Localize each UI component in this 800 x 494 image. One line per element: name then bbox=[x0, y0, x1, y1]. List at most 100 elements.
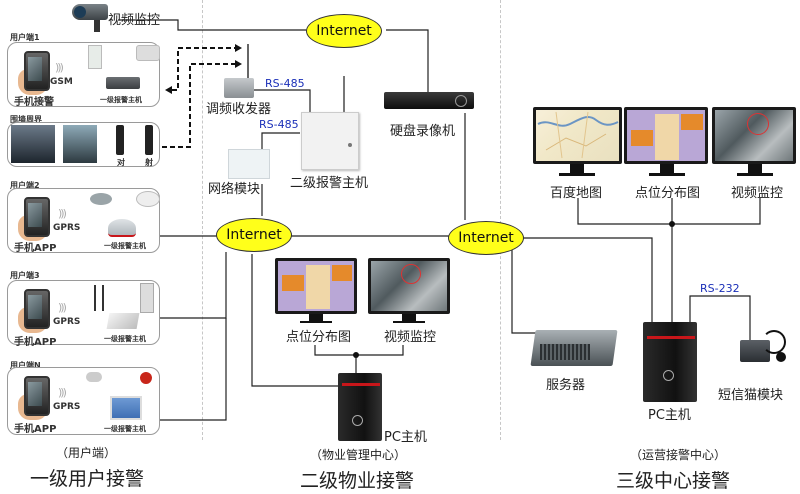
camera-sensor-icon bbox=[86, 372, 102, 382]
keypad-icon bbox=[140, 283, 154, 313]
phone-icon bbox=[24, 289, 50, 329]
userN-title: 用户端N bbox=[10, 361, 41, 370]
beam-receiver-icon bbox=[145, 125, 153, 155]
internet-cloud-top: Internet bbox=[306, 14, 382, 48]
alarm-host-icon bbox=[106, 313, 140, 329]
user2-terminal: 手机APP bbox=[14, 243, 57, 254]
user1-host: 一级报警主机 bbox=[100, 96, 142, 104]
internet-cloud-right: Internet bbox=[448, 221, 524, 255]
rs485-label-1: RS-485 bbox=[265, 77, 305, 90]
internet-label: Internet bbox=[226, 227, 282, 243]
floorplan-screen bbox=[627, 110, 705, 161]
antenna-icon bbox=[247, 44, 249, 80]
user3-terminal: 手机APP bbox=[14, 337, 57, 348]
perimeter-title: 围墙周界 bbox=[10, 115, 42, 124]
dvr-icon bbox=[384, 92, 474, 109]
monitor-stand bbox=[748, 164, 762, 174]
floorplan-screen bbox=[278, 261, 354, 311]
signal-icon: ))) bbox=[58, 301, 67, 314]
arrow-head-user1 bbox=[165, 86, 172, 94]
transceiver-icon bbox=[224, 78, 254, 98]
sms-modem-label: 短信猫模块 bbox=[718, 388, 784, 403]
dvr-label: 硬盘录像机 bbox=[390, 124, 456, 139]
line-monitors-bus-2 bbox=[314, 345, 404, 356]
tier3-monitor-label-2: 点位分布图 bbox=[635, 186, 701, 201]
cctv-monitor-3 bbox=[712, 107, 796, 164]
arrow-head-transceiver-1 bbox=[235, 44, 242, 52]
alarm-host-2-label: 二级报警主机 bbox=[290, 176, 369, 191]
tier2-heading: 二级物业接警 bbox=[300, 470, 415, 492]
modem-antenna-icon bbox=[776, 352, 786, 362]
user2-host: 一级报警主机 bbox=[104, 242, 146, 250]
arrow-head-transceiver-2 bbox=[235, 60, 242, 68]
internet-label: Internet bbox=[458, 230, 514, 246]
pc-tower-3-icon bbox=[643, 322, 697, 402]
tier3-monitor-label-3: 视频监控 bbox=[731, 186, 784, 201]
junction-dot-2 bbox=[353, 352, 359, 358]
monitor-base bbox=[300, 321, 332, 323]
signal-icon: ))) bbox=[58, 207, 67, 220]
line-internet-server bbox=[511, 245, 555, 334]
monitor-base bbox=[559, 173, 595, 176]
monitor-base bbox=[649, 173, 685, 176]
pir-sensor-icon bbox=[136, 45, 160, 61]
line-rs485-netmodule bbox=[261, 132, 300, 150]
beam-label-1: 对 bbox=[117, 158, 125, 167]
pc-3-label: PC主机 bbox=[648, 408, 691, 423]
user2-box: ))) GPRS 手机APP 一级报警主机 bbox=[7, 188, 160, 254]
monitor-stand bbox=[660, 164, 674, 174]
map-screen bbox=[536, 110, 619, 161]
rs485-label-2: RS-485 bbox=[259, 118, 299, 131]
dashed-link-user1 bbox=[172, 47, 235, 91]
line-internet-dvr bbox=[386, 29, 429, 92]
signal-icon: ))) bbox=[55, 61, 64, 74]
transceiver-label: 调频收发器 bbox=[206, 102, 272, 117]
door-sensor-icon bbox=[88, 45, 102, 69]
internet-cloud-left: Internet bbox=[216, 218, 292, 252]
phone-icon bbox=[24, 51, 50, 91]
cctv-screen bbox=[715, 110, 793, 161]
beam-emitter-icon bbox=[116, 125, 124, 155]
junction-dot-3 bbox=[669, 221, 675, 227]
alarm-host-2-icon bbox=[301, 112, 359, 170]
monitor-base bbox=[393, 321, 425, 323]
user1-channel: GSM bbox=[50, 77, 73, 87]
tier2-subtitle: （物业管理中心） bbox=[310, 448, 407, 462]
line-userN bbox=[160, 318, 227, 421]
user3-title: 用户端3 bbox=[10, 271, 40, 280]
userN-host: 一级报警主机 bbox=[104, 425, 146, 433]
userN-box: ))) GPRS 手机APP 一级报警主机 bbox=[7, 367, 160, 435]
tier2-monitor-label-2: 视频监控 bbox=[384, 330, 437, 345]
line-user3 bbox=[160, 252, 227, 319]
user3-channel: GPRS bbox=[53, 317, 81, 327]
pc-tower-2-icon bbox=[338, 373, 382, 441]
tier3-monitor-label-1: 百度地图 bbox=[550, 186, 603, 201]
tier3-heading: 三级中心接警 bbox=[616, 470, 731, 492]
tier3-subtitle: （运营接警中心） bbox=[630, 448, 727, 462]
line-internet-pc2 bbox=[251, 254, 338, 387]
map-monitor bbox=[533, 107, 622, 164]
alarm-antenna-icon bbox=[343, 76, 345, 112]
tier1-subtitle: （用户端） bbox=[56, 446, 117, 460]
panic-button-icon bbox=[140, 372, 152, 384]
monitor-stand bbox=[402, 314, 416, 322]
line-camera-internet bbox=[118, 19, 306, 31]
pir-sensor-icon bbox=[90, 193, 112, 205]
cctv-monitor-2 bbox=[368, 258, 450, 314]
pc-2-label: PC主机 bbox=[384, 430, 427, 445]
phone-icon bbox=[24, 376, 50, 416]
beam-sensor-icon bbox=[94, 285, 104, 311]
camera-lens-icon bbox=[74, 6, 86, 18]
alarm-host-icon bbox=[110, 396, 142, 420]
signal-icon: ))) bbox=[58, 386, 67, 399]
alarm-host-icon bbox=[108, 219, 136, 237]
server-grill bbox=[540, 344, 590, 360]
line-rs232 bbox=[689, 295, 751, 340]
beam-label-2: 射 bbox=[145, 158, 153, 167]
line-monitors-bus-3 bbox=[577, 198, 761, 225]
internet-label: Internet bbox=[316, 23, 372, 39]
line-rs485-transceiver bbox=[252, 89, 311, 112]
floorplan-monitor-3 bbox=[624, 107, 708, 164]
tier-divider-2-3 bbox=[500, 0, 501, 440]
